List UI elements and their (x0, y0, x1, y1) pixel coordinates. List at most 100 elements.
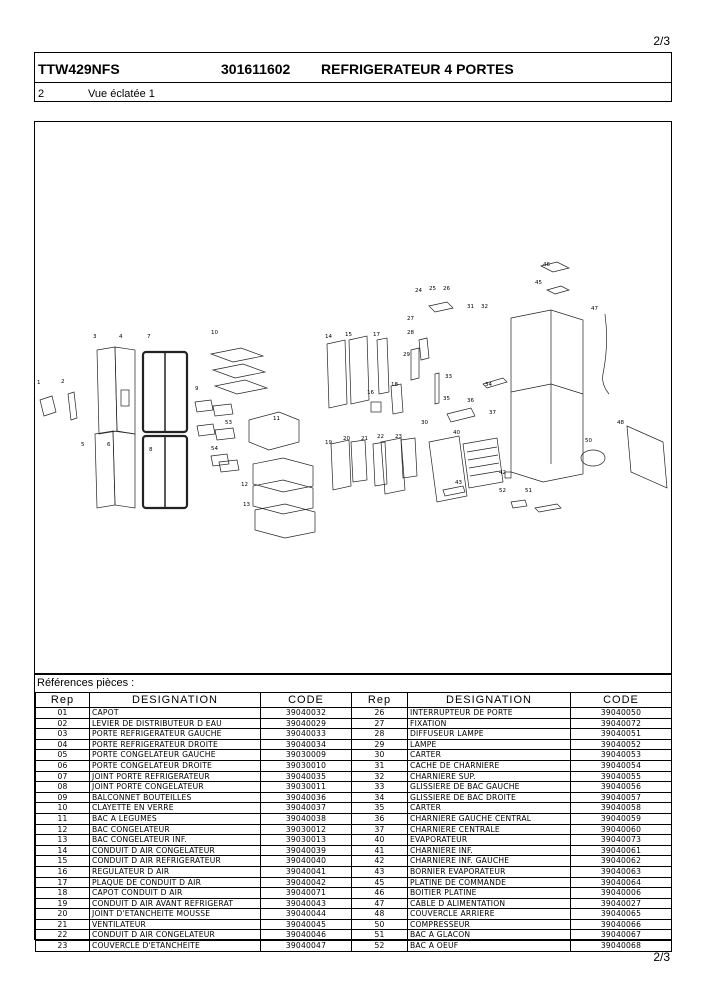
cell-designation: CARTER (407, 749, 571, 761)
callout-label: 54 (211, 446, 218, 452)
cell-rep: 06 (35, 760, 90, 772)
cell-designation: CONDUIT D AIR REFRIGERATEUR (89, 855, 261, 867)
callout-label: 53 (225, 420, 232, 426)
callout-label: 3 (93, 334, 97, 340)
cell-rep: 02 (35, 718, 90, 730)
callout-label: 46 (543, 262, 550, 268)
cell-designation: CLAYETTE EN VERRE (89, 802, 261, 814)
parts-table: Rep DESIGNATION CODE Rep DESIGNATION COD… (35, 692, 672, 952)
cell-code: 39040060 (570, 824, 672, 836)
cell-rep: 41 (351, 845, 408, 857)
cell-rep: 15 (35, 855, 90, 867)
cell-rep: 43 (351, 866, 408, 878)
callout-label: 27 (407, 316, 414, 322)
cell-rep: 12 (35, 824, 90, 836)
callout-label: 34 (485, 382, 492, 388)
callout-label: 40 (453, 430, 460, 436)
cell-rep: 50 (351, 919, 408, 931)
cell-rep: 23 (35, 940, 90, 952)
callout-label: 11 (273, 416, 280, 422)
cell-designation: BAC A OEUF (407, 940, 571, 952)
cell-rep: 13 (35, 834, 90, 846)
cell-designation: JOINT PORTE CONGELATEUR (89, 781, 261, 793)
part-door-fz-right-shape (112, 430, 136, 509)
cell-rep: 19 (35, 898, 90, 910)
cell-designation: BALCONNET BOUTEILLES (89, 792, 261, 804)
cell-code: 39040042 (260, 877, 352, 889)
cell-designation: COMPRESSEUR (407, 919, 571, 931)
callout-label: 17 (373, 332, 380, 338)
cell-designation: BAC CONGELATEUR (89, 824, 261, 836)
callout-label: 18 (391, 382, 398, 388)
cell-code: 39040051 (570, 728, 672, 740)
part-shelf-3-shape (213, 379, 269, 395)
cell-rep: 40 (351, 834, 408, 846)
cell-designation: CACHE DE CHARNIERE (407, 760, 571, 772)
references-label: Références pièces : (37, 677, 135, 689)
callout-label: 8 (149, 447, 153, 453)
cell-designation: CHARNIERE SUP. (407, 771, 571, 783)
callout-label: 28 (407, 330, 414, 336)
cell-rep: 48 (351, 908, 408, 920)
cell-designation: BOITIER PLATINE (407, 887, 571, 899)
cell-code: 39040039 (260, 845, 352, 857)
callout-label: 45 (535, 280, 542, 286)
callout-label: 33 (445, 374, 452, 380)
part-shelf-1-shape (209, 347, 265, 363)
callout-label: 20 (343, 436, 350, 442)
callout-label: 25 (429, 286, 436, 292)
callout-label: 51 (525, 488, 532, 494)
cell-rep: 46 (351, 887, 408, 899)
header-title-row: TTW429NFS 301611602 REFRIGERATEUR 4 PORT… (38, 61, 671, 79)
cell-code: 39040027 (570, 898, 672, 910)
cell-rep: 28 (351, 728, 408, 740)
callout-label: 42 (499, 470, 506, 476)
cell-code: 39030013 (260, 834, 352, 846)
header-divider (35, 82, 671, 83)
cell-designation: BAC CONGELATEUR INF. (89, 834, 261, 846)
cell-code: 39040056 (570, 781, 672, 793)
cell-designation: CONDUIT D AIR AVANT REFRIGERAT (89, 898, 261, 910)
part-door-fr-left-shape (96, 346, 118, 435)
callout-label: 24 (415, 288, 422, 294)
cell-rep: 03 (35, 728, 90, 740)
callout-label: 14 (325, 334, 332, 340)
callout-label: 29 (403, 352, 410, 358)
cell-designation: GLISSIERE DE BAC GAUCHE (407, 781, 571, 793)
cell-code: 39040071 (260, 887, 352, 899)
cell-code: 39040029 (260, 718, 352, 730)
cell-rep: 51 (351, 929, 408, 942)
page-number-top: 2/3 (653, 34, 670, 48)
product-title: REFRIGERATEUR 4 PORTES (321, 61, 514, 77)
cell-designation: REGULATEUR D AIR (89, 866, 261, 878)
callout-label: 4 (119, 334, 123, 340)
product-code: 301611602 (221, 61, 291, 77)
callout-label: 52 (499, 488, 506, 494)
cell-code: 39040032 (260, 707, 352, 719)
callout-label: 16 (367, 390, 374, 396)
cell-designation: JOINT D'ETANCHEITE MOUSSE (89, 908, 261, 920)
page-number-bottom: 2/3 (653, 950, 670, 964)
cell-rep: 16 (35, 866, 90, 878)
cell-rep: 42 (351, 855, 408, 867)
cell-rep: 27 (351, 718, 408, 730)
cell-rep: 11 (35, 813, 90, 825)
callout-label: 1 (37, 380, 41, 386)
cell-rep: 45 (351, 877, 408, 889)
callout-label: 36 (467, 398, 474, 404)
parts-table-header: Rep DESIGNATION CODE Rep DESIGNATION COD… (35, 692, 672, 708)
cell-designation: CHARNIERE INF. (407, 845, 571, 857)
cell-code: 39040063 (570, 866, 672, 878)
